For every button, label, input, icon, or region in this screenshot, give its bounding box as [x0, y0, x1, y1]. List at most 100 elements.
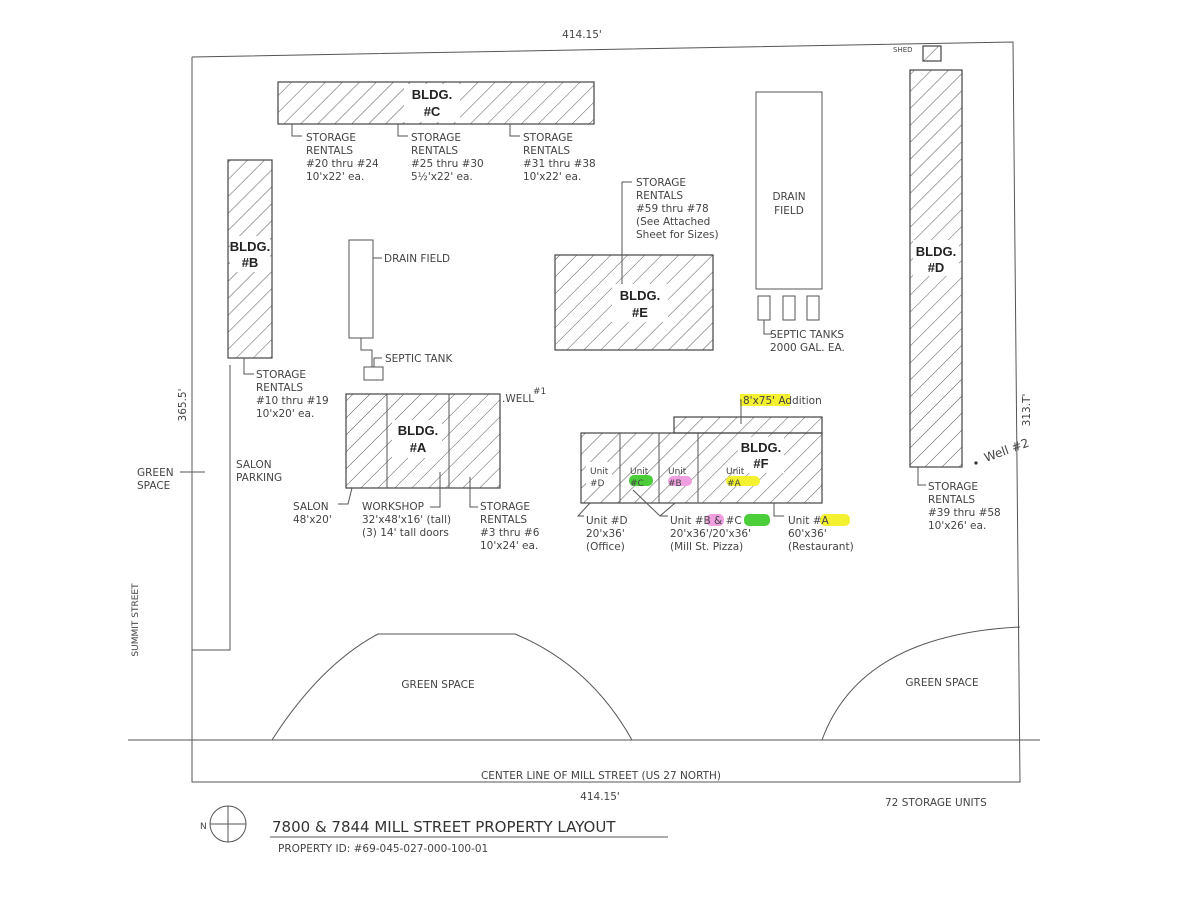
drawing-line: [192, 365, 231, 651]
diagram-text: FIELD: [774, 205, 804, 217]
building-c-id: #C: [424, 104, 441, 119]
diagram-text: 5½'x22' ea.: [411, 171, 473, 183]
septic-tanks-label: SEPTIC TANKS: [770, 329, 844, 341]
diagram-text: 10'x22' ea.: [523, 171, 581, 183]
diagram-text: 10'x20' ea.: [256, 408, 314, 420]
addition-label: 8'x75' Addition: [743, 395, 822, 407]
septic-tank-label: SEPTIC TANK: [385, 353, 453, 365]
diagram-text: RENTALS: [306, 145, 353, 157]
drawing-line: [392, 420, 442, 458]
unit-tags: Unit#D Unit#C Unit#B Unit#A: [586, 462, 760, 489]
diagram-text: #A: [727, 479, 742, 489]
diagram-text: 10'x26' ea.: [928, 520, 986, 532]
diagram-text: #39 thru #58: [928, 507, 1001, 519]
drawing-line: [763, 320, 772, 335]
diagram-text: RENTALS: [636, 190, 683, 202]
drawing-line: [397, 124, 408, 137]
diagram-text: Unit #D: [586, 515, 628, 527]
building-f-label: BLDG.: [741, 440, 781, 455]
diagram-text: WORKSHOP: [362, 501, 424, 513]
summit-street-label: SUMMIT STREET: [131, 583, 141, 657]
shed-label: SHED: [893, 46, 913, 54]
north-arrow: N: [200, 805, 247, 843]
diagram-text: #C: [630, 479, 644, 489]
drawing-line: [726, 476, 760, 486]
drawing-line: [706, 514, 724, 526]
building-b-id: #B: [242, 255, 259, 270]
drawing-line: [668, 476, 692, 486]
diagram-text: Unit #B & #C: [670, 515, 742, 527]
septic-tank-1: [757, 295, 771, 321]
dim-bottom: 414.15': [580, 791, 620, 803]
diagram-text: STORAGE: [636, 177, 686, 189]
drawing-line: [360, 338, 373, 367]
building-c-label: BLDG.: [412, 87, 452, 102]
diagram-text: SALON: [236, 459, 272, 471]
diagram-text: 60'x36': [788, 528, 827, 540]
diagram-text: Unit: [630, 467, 649, 477]
diagram-text: STORAGE: [480, 501, 530, 513]
building-e-label: BLDG.: [620, 288, 660, 303]
drawing-line: [586, 462, 612, 486]
diagram-text: RENTALS: [480, 514, 527, 526]
unit-d-callout: Unit #D20'x36' (Office): [586, 515, 628, 553]
building-f: [580, 432, 823, 504]
diagram-text: 20'x36'/20'x36': [670, 528, 751, 540]
building-d-label: BLDG.: [916, 244, 956, 259]
diagram-text: (3) 14' tall doors: [362, 527, 449, 539]
building-d-id: #D: [928, 260, 945, 275]
drawing-line: [913, 240, 959, 276]
diagram-text: Unit: [726, 467, 745, 477]
diagram-text: #B: [668, 479, 682, 489]
diagram-text: Sheet for Sizes): [636, 229, 719, 241]
green-space-center-label: GREEN SPACE: [401, 679, 474, 691]
diagram-text: Unit: [668, 467, 687, 477]
building-f-id: #F: [753, 456, 768, 471]
diagram-text: (Restaurant): [788, 541, 854, 553]
drawing-line: [509, 124, 520, 137]
diagram-text: SALON: [293, 501, 329, 513]
green-space-right: [821, 626, 1021, 741]
property-id: PROPERTY ID: #69-045-027-000-100-01: [278, 843, 488, 855]
drain-field-large: [755, 91, 823, 290]
septic-tank-2: [782, 295, 796, 321]
dim-right: 313.T': [1021, 394, 1033, 427]
drawing-line: [659, 502, 676, 517]
diagram-text: (Office): [586, 541, 625, 553]
drawing-line: [740, 399, 742, 424]
diagram-text: STORAGE: [411, 132, 461, 144]
diagram-text: 2000 GAL. EA.: [770, 342, 845, 354]
diagram-text: RENTALS: [928, 494, 975, 506]
drain-field-large-label: DRAIN: [772, 191, 805, 203]
drawing-line: [612, 284, 668, 322]
diagram-text: #25 thru #30: [411, 158, 484, 170]
building-a-id: #A: [410, 440, 427, 455]
diagram-text: 20'x36': [586, 528, 625, 540]
drawing-line: [576, 502, 591, 517]
diagram-text: GREEN: [137, 467, 174, 479]
drawing-line: [820, 514, 850, 526]
unit-a-callout: Unit #A60'x36' (Restaurant): [788, 515, 854, 553]
drawing-line: [469, 477, 478, 508]
diagram-text: PARKING: [236, 472, 282, 484]
drawing-line: [629, 475, 653, 486]
diagram-text: (Mill St. Pizza): [670, 541, 743, 553]
drawing-line: [773, 503, 784, 517]
diagram-text: SPACE: [137, 480, 170, 492]
drawing-line: [338, 487, 353, 505]
well-2-label: Well #2: [982, 436, 1031, 465]
dim-left: 365.5': [177, 389, 189, 422]
drawing-line: [738, 437, 784, 473]
diagram-text: #20 thru #24: [306, 158, 379, 170]
diagram-text: #31 thru #38: [523, 158, 596, 170]
